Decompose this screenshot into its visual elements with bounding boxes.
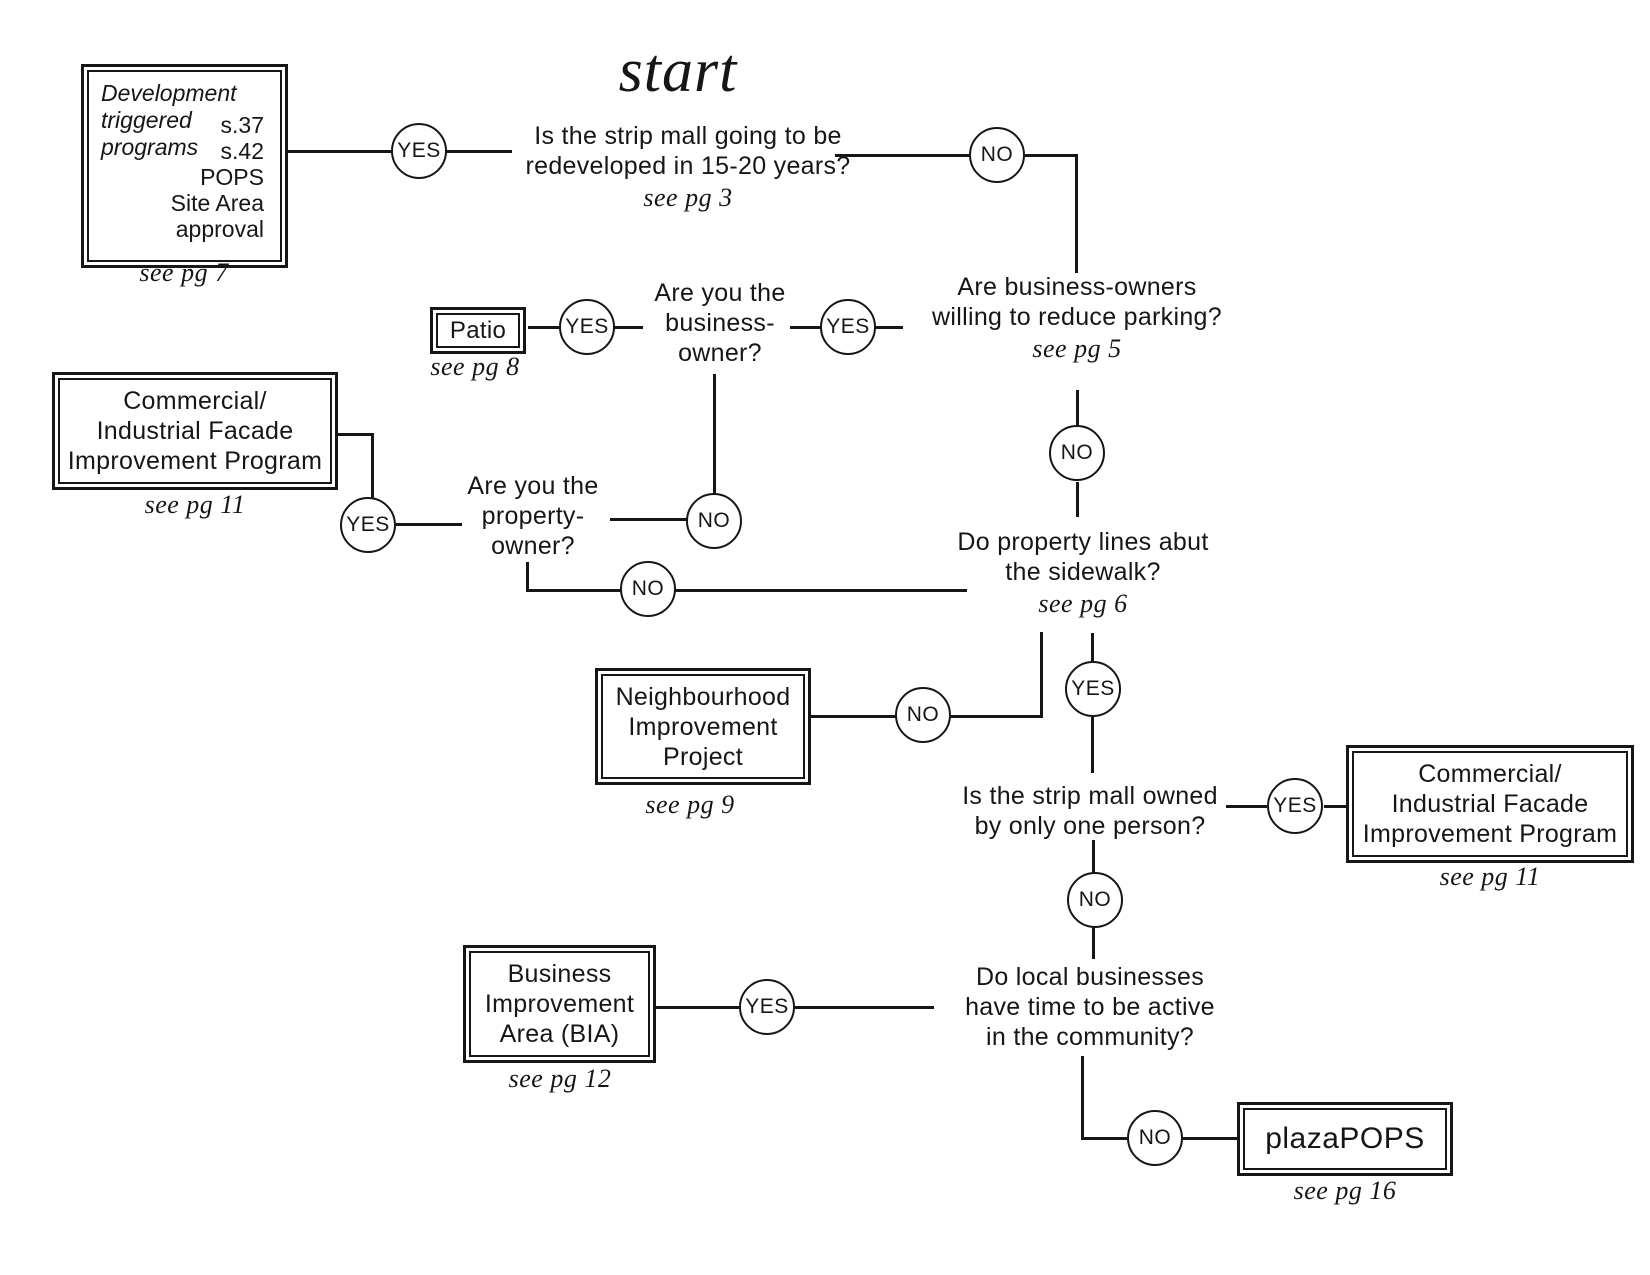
connector <box>1076 482 1079 517</box>
outcome-box-border: Commercial/ Industrial Facade Improvemen… <box>58 378 332 484</box>
connector <box>1075 154 1078 273</box>
question-reduce-parking: Are business-owners willing to reduce pa… <box>867 272 1287 364</box>
see-page-note: see pg 11 <box>144 490 246 519</box>
question-local-businesses: Do local businesses have time to be acti… <box>880 962 1300 1052</box>
question-text: Are you the business- owner? <box>654 279 786 367</box>
connector <box>610 518 690 521</box>
no-circle: NO <box>895 687 951 743</box>
yes-circle: YES <box>340 497 396 553</box>
no-circle: NO <box>1049 425 1105 481</box>
question-property-owner: Are you the property- owner? <box>383 471 683 561</box>
question-text: Do local businesses have time to be acti… <box>965 963 1215 1051</box>
outcome-box-facade-program-right: Commercial/ Industrial Facade Improvemen… <box>1346 745 1634 863</box>
yes-circle: YES <box>1267 778 1323 834</box>
connector <box>396 523 462 526</box>
outcome-box-development-programs: Development triggered programs s.37 s.42… <box>81 64 288 268</box>
see-page-note: see pg 5 <box>1032 334 1122 363</box>
yes-circle: YES <box>1065 661 1121 717</box>
see-page-note: see pg 6 <box>1038 589 1128 618</box>
question-redeveloped: Is the strip mall going to be redevelope… <box>478 121 898 213</box>
connector <box>526 562 529 592</box>
question-one-person: Is the strip mall owned by only one pers… <box>880 781 1300 841</box>
no-circle: NO <box>1127 1110 1183 1166</box>
see-page-note: see pg 12 <box>508 1064 612 1093</box>
neighbourhood-project-label: Neighbourhood Improvement Project <box>615 682 791 771</box>
outcome-box-bia: Business Improvement Area (BIA) <box>463 945 656 1063</box>
question-text: Do property lines abut the sidewalk? <box>957 528 1209 586</box>
connector <box>337 433 374 436</box>
patio-label: Patio <box>449 316 507 344</box>
development-programs-items: s.37 s.42 POPS Site Area approval <box>170 112 264 242</box>
yes-circle: YES <box>739 979 795 1035</box>
connector <box>526 589 967 592</box>
connector <box>1092 926 1095 959</box>
see-page-note: see pg 8 <box>430 352 520 381</box>
connector <box>1324 805 1348 808</box>
outcome-box-neighbourhood-project: Neighbourhood Improvement Project <box>595 668 811 785</box>
outcome-box-border: Neighbourhood Improvement Project <box>601 674 805 779</box>
outcome-box-facade-program-left: Commercial/ Industrial Facade Improvemen… <box>52 372 338 490</box>
question-text: Is the strip mall going to be redevelope… <box>525 122 851 180</box>
connector <box>835 154 1078 157</box>
connector <box>1081 1056 1084 1140</box>
see-page-note: see pg 7 <box>139 258 229 287</box>
question-text: Is the strip mall owned by only one pers… <box>962 782 1218 840</box>
development-programs-label: Development triggered programs <box>101 80 237 160</box>
outcome-box-border: Development triggered programs s.37 s.42… <box>87 70 282 262</box>
yes-circle: YES <box>559 299 615 355</box>
no-circle: NO <box>969 127 1025 183</box>
outcome-box-patio: Patio <box>430 307 526 354</box>
question-business-owner: Are you the business- owner? <box>570 278 870 368</box>
connector <box>713 374 716 495</box>
question-text: Are you the property- owner? <box>467 472 599 560</box>
see-page-note: see pg 9 <box>645 790 735 819</box>
connector <box>1092 840 1095 877</box>
see-page-note: see pg 3 <box>643 183 733 212</box>
yes-circle: YES <box>820 299 876 355</box>
outcome-box-border: Patio <box>436 313 520 348</box>
connector <box>1076 390 1079 425</box>
outcome-box-border: Business Improvement Area (BIA) <box>469 951 650 1057</box>
no-circle: NO <box>620 561 676 617</box>
outcome-box-plazapops: plazaPOPS <box>1237 1102 1453 1176</box>
no-circle: NO <box>686 493 742 549</box>
facade-program-label: Commercial/ Industrial Facade Improvemen… <box>67 387 323 475</box>
see-page-note: see pg 11 <box>1439 862 1541 891</box>
facade-program-label: Commercial/ Industrial Facade Improvemen… <box>1362 760 1618 848</box>
connector <box>1091 717 1094 773</box>
connector <box>371 433 374 499</box>
connector <box>1040 632 1043 718</box>
question-property-lines: Do property lines abut the sidewalk? see… <box>873 527 1293 619</box>
outcome-box-border: plazaPOPS <box>1243 1108 1447 1170</box>
question-text: Are business-owners willing to reduce pa… <box>932 273 1222 331</box>
plazapops-label: plazaPOPS <box>1265 1122 1425 1155</box>
see-page-note: see pg 16 <box>1293 1176 1397 1205</box>
connector <box>656 1006 934 1009</box>
outcome-box-border: Commercial/ Industrial Facade Improvemen… <box>1352 751 1628 857</box>
bia-label: Business Improvement Area (BIA) <box>484 960 635 1048</box>
flowchart-title: start <box>618 37 738 105</box>
connector <box>1226 805 1267 808</box>
no-circle: NO <box>1067 872 1123 928</box>
yes-circle: YES <box>391 123 447 179</box>
